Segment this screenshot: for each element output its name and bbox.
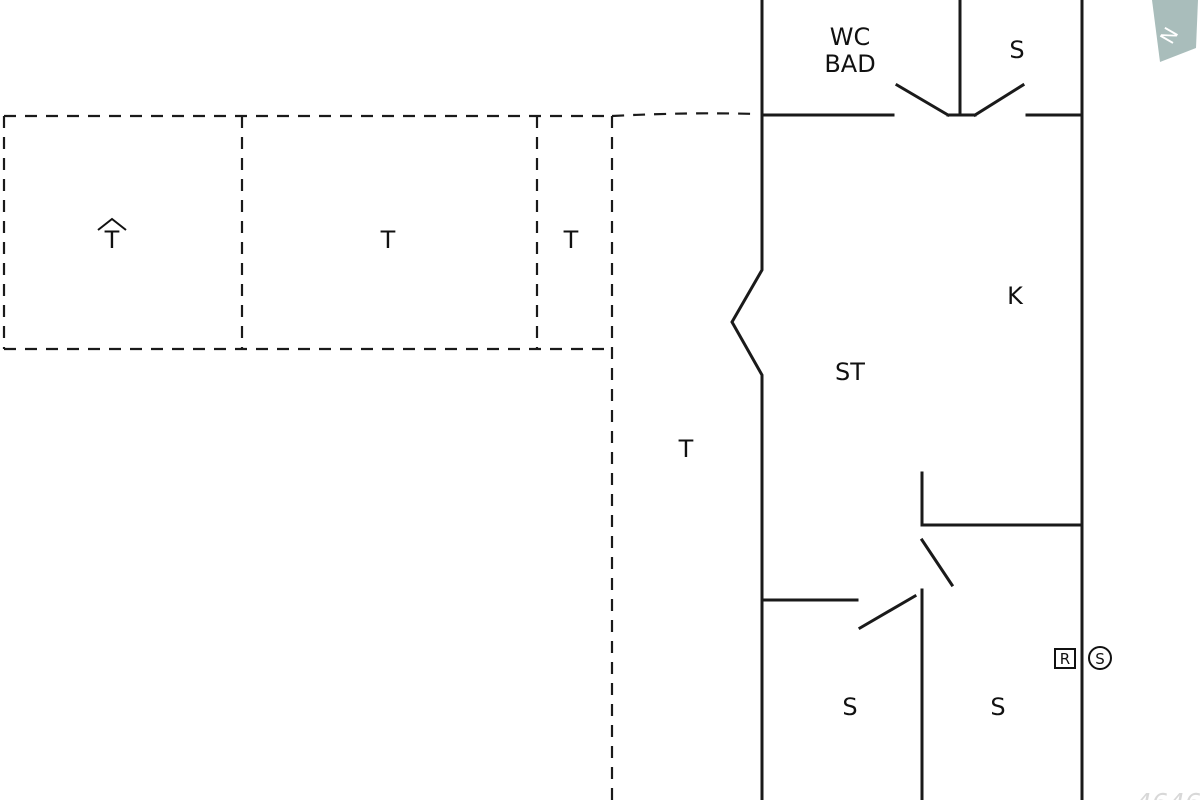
r-box-icon [1054, 648, 1076, 669]
west-wall [730, 0, 764, 800]
compass-icon: N [1152, 0, 1198, 62]
label-wc: WC [830, 23, 871, 51]
label-bedroom-bottom-left: S [842, 693, 857, 721]
label-terrace-covered: T [104, 226, 120, 254]
label-bedroom-bottom-right: S [990, 693, 1005, 721]
label-terrace-middle: T [380, 226, 396, 254]
label-bedroom-top: S [1009, 36, 1024, 64]
symbols: R S [1054, 646, 1112, 670]
label-terrace-small: T [563, 226, 579, 254]
walls [730, 0, 1084, 800]
r-box-label: R [1060, 650, 1070, 668]
terrace-top-connector [611, 112, 759, 118]
label-kitchen: K [1007, 282, 1024, 310]
door-bedroom-left [857, 593, 918, 631]
watermark: 4646 [1135, 789, 1200, 800]
s-circle-label: S [1095, 650, 1105, 668]
labels: WC BAD S T T T T K ST S S [97, 23, 1025, 721]
label-living: ST [835, 358, 865, 386]
door-bedroom-top [972, 82, 1026, 118]
door-bedroom-right [919, 537, 955, 588]
roof-icon [97, 217, 127, 231]
door-wc [894, 82, 951, 118]
label-terrace-large: T [678, 435, 694, 463]
label-bad: BAD [824, 50, 875, 78]
s-circle-icon [1088, 646, 1112, 670]
terraces [2, 112, 759, 800]
